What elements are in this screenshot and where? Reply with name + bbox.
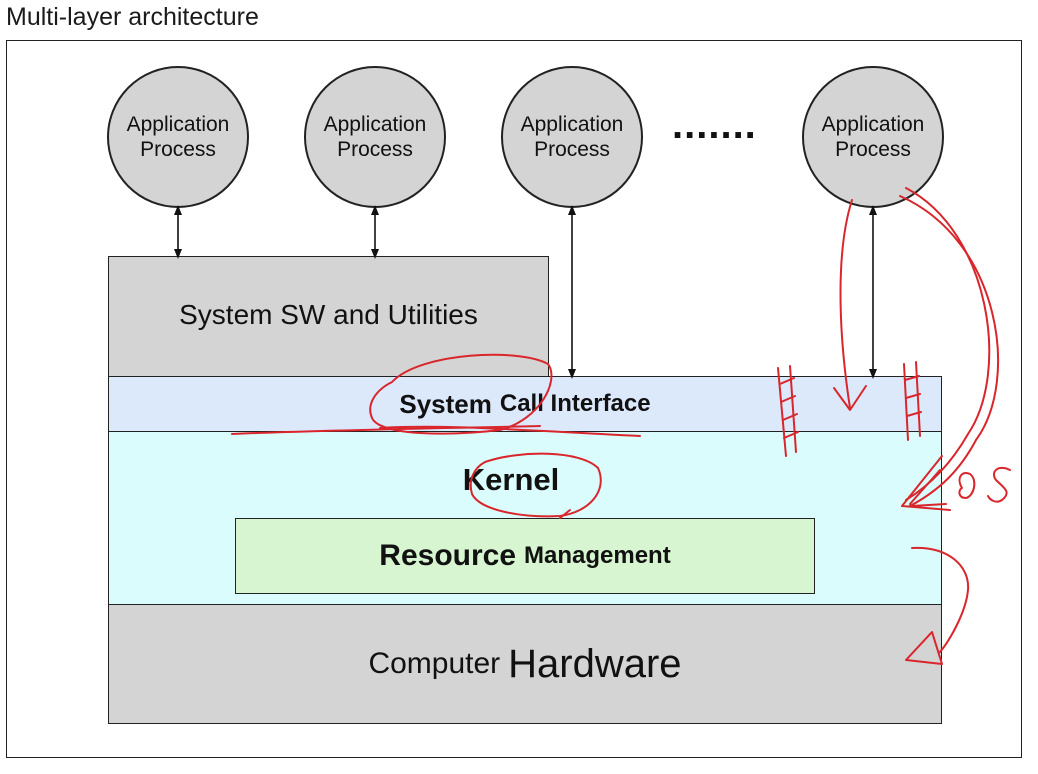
process-label-line1: Application (821, 113, 925, 136)
resource-management-box: Resource Management (235, 518, 815, 594)
application-process-1: Application Process (107, 66, 249, 208)
process-label-line2: Process (337, 138, 413, 161)
hardware-label-part1: Computer (368, 647, 501, 680)
application-process-3: Application Process (501, 66, 643, 208)
process-label-line1: Application (126, 113, 230, 136)
application-process-4: Application Process (802, 66, 944, 208)
application-process-2: Application Process (304, 66, 446, 208)
process-label-line2: Process (835, 138, 911, 161)
process-label-line2: Process (534, 138, 610, 161)
page-title: Multi-layer architecture (6, 3, 259, 31)
system-call-interface-layer: System Call Interface (108, 376, 942, 432)
system-sw-utilities-layer: System SW and Utilities (108, 256, 549, 378)
system-sw-label: System SW and Utilities (179, 299, 478, 330)
syscall-label-part2: Call Interface (499, 390, 651, 417)
ellipsis: ....... (672, 103, 757, 147)
process-label-line1: Application (520, 113, 624, 136)
resource-label-part2: Management (524, 542, 671, 569)
diagram-frame (6, 40, 1022, 758)
process-label-line2: Process (140, 138, 216, 161)
process-label-line1: Application (323, 113, 427, 136)
resource-label-part1: Resource (379, 539, 517, 572)
hardware-label-part2: Hardware (508, 641, 682, 686)
syscall-label-part1: System (399, 388, 492, 419)
kernel-label: Kernel (462, 462, 560, 497)
